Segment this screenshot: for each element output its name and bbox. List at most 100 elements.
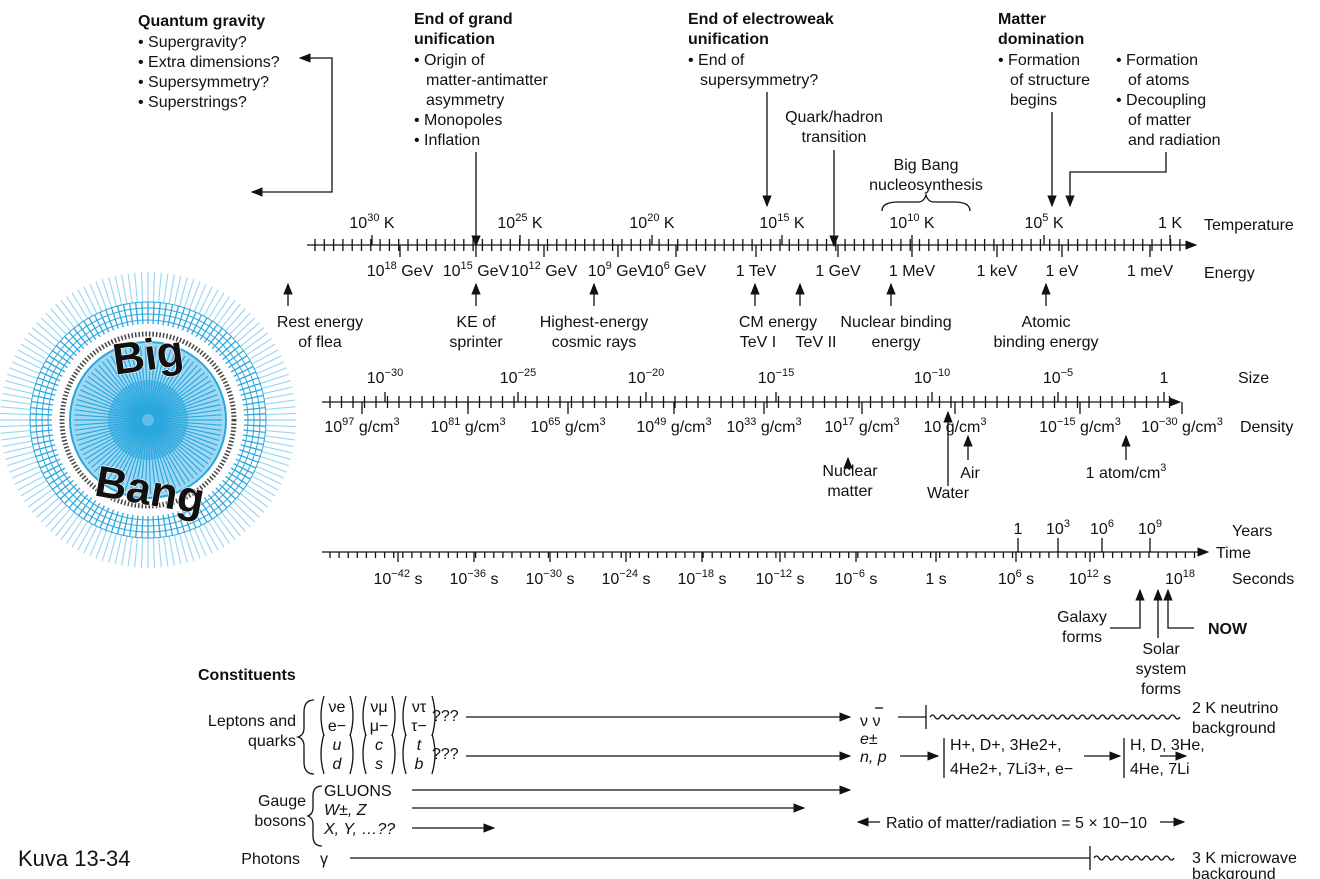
leptons-brace <box>295 699 315 775</box>
seconds-tick-label: 10−6 s <box>835 568 878 588</box>
matrix-bottom: e− <box>328 718 346 735</box>
bang-ray <box>248 480 276 497</box>
bang-ray <box>183 279 195 308</box>
matrix-paren <box>349 733 354 775</box>
gauge-label: bosons <box>254 813 306 830</box>
size-tick-label: 10−25 <box>500 367 536 387</box>
density-tick-label: 1081 g/cm3 <box>430 416 505 436</box>
bang-ray <box>157 537 162 568</box>
bang-ray <box>198 286 213 314</box>
energy-marker-label: Highest-energy <box>540 314 649 331</box>
bang-ray <box>157 272 162 303</box>
bang-ray <box>243 332 269 352</box>
microwave-background-label: background <box>1192 866 1276 879</box>
bang-ray <box>101 279 113 308</box>
bang-ray <box>120 274 128 305</box>
bang-ray <box>168 535 176 566</box>
bang-ray <box>40 317 64 339</box>
size-tick-label: 10−15 <box>758 367 794 387</box>
bang-ray <box>178 533 188 563</box>
bang-ray <box>265 406 296 411</box>
bang-ray <box>168 274 176 305</box>
bang-ray <box>45 312 67 336</box>
years-tick-label: 103 <box>1046 518 1070 538</box>
nucleosynthesis-brace <box>881 192 971 212</box>
matrix-paren <box>349 695 354 737</box>
matrix-bottom: s <box>375 756 383 773</box>
bang-ray <box>203 523 219 551</box>
bang-ray <box>248 343 276 360</box>
bang-ray <box>198 526 213 554</box>
era-title: domination <box>998 31 1084 48</box>
seconds-tick-label: 1012 s <box>1069 568 1112 588</box>
density-marker-label: Water <box>927 485 970 502</box>
bang-ray <box>261 450 291 460</box>
seconds-tick-label: 10−42 s <box>374 568 423 588</box>
bang-ray <box>232 501 256 523</box>
matrix-paren <box>431 695 436 737</box>
era-electroweak: End of electroweak unification • End of … <box>688 11 834 89</box>
neutrino-wave <box>929 714 1181 720</box>
bang-ray <box>265 429 296 434</box>
energy-tick-label: 1 TeV <box>736 263 777 280</box>
bang-ray <box>89 283 103 312</box>
matrix-paren <box>320 695 325 737</box>
seconds-label: Seconds <box>1232 571 1294 588</box>
bang-ring <box>41 313 255 527</box>
bang-ray <box>108 533 118 563</box>
matrix-paren <box>391 733 396 775</box>
size-tick-label: 10−30 <box>367 367 403 387</box>
nucleosynthesis-line: Big Bang <box>894 157 959 174</box>
size-label: Size <box>1238 370 1269 387</box>
bang-ray <box>60 299 80 325</box>
bang-ray <box>173 275 182 306</box>
bang-ray <box>89 528 103 557</box>
bang-ray <box>256 361 285 375</box>
matrix-top: c <box>375 737 383 754</box>
years-tick-label: 1 <box>1014 521 1023 538</box>
bang-ray <box>9 460 38 473</box>
bang-ray <box>30 413 53 416</box>
density-tick-label: 1065 g/cm3 <box>530 416 605 436</box>
bang-ray <box>114 534 123 565</box>
bang-ray <box>0 412 31 416</box>
bang-ray <box>193 528 207 557</box>
density-tick-label: 1049 g/cm3 <box>636 416 711 436</box>
era-item: • Monopoles <box>414 112 502 129</box>
gauge-brace <box>306 785 323 847</box>
density-tick-label: 10−30 g/cm3 <box>1141 416 1223 436</box>
neutral-atoms-line: H, D, 3He, <box>1130 737 1205 754</box>
galaxy-label: Galaxy <box>1057 609 1107 626</box>
energy-marker-label: Nuclear binding <box>840 314 951 331</box>
time-ticks <box>329 552 1196 558</box>
bang-ray <box>134 272 139 303</box>
ions-line: H+, D+, 3He2+, <box>950 737 1062 754</box>
bang-ray <box>101 532 113 561</box>
bang-ray <box>141 515 144 538</box>
bang-ray <box>45 467 66 480</box>
now-arrow <box>1163 588 1194 629</box>
bang-ray <box>3 445 34 454</box>
bang-ray <box>212 296 231 322</box>
figure-label: Kuva 13-34 <box>18 846 131 871</box>
seconds-tick-label: 1018 <box>1165 568 1195 588</box>
atoms-note-line: • Formation <box>1116 52 1198 69</box>
bang-ray <box>262 386 293 395</box>
bang-ray <box>215 336 232 353</box>
matrix-bottom: b <box>415 756 424 773</box>
bang-ray <box>64 336 81 353</box>
atoms-arrow <box>1065 152 1167 208</box>
energy-tick-label: 1012 GeV <box>511 260 578 280</box>
bang-ray <box>221 511 241 537</box>
energy-tick-label: 109 GeV <box>588 260 649 280</box>
bang-ray <box>30 429 53 433</box>
bang-ray <box>243 429 266 433</box>
era-item: supersymmetry? <box>700 72 818 89</box>
matrix-top: t <box>417 737 422 754</box>
bang-ray <box>5 380 35 390</box>
energy-marker-label: Atomic <box>1022 314 1071 331</box>
now-label: NOW <box>1208 621 1248 638</box>
